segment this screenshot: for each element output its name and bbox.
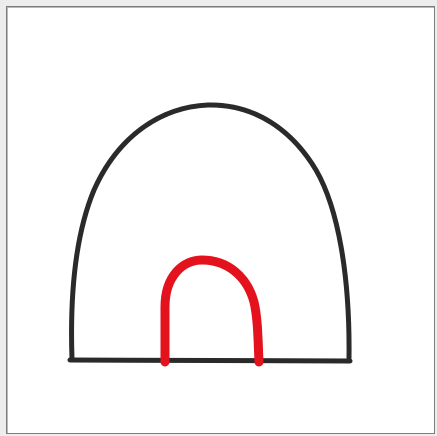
inner-red-arch	[165, 260, 259, 362]
ground-line	[70, 360, 350, 361]
outer-dome-outline	[72, 105, 350, 359]
